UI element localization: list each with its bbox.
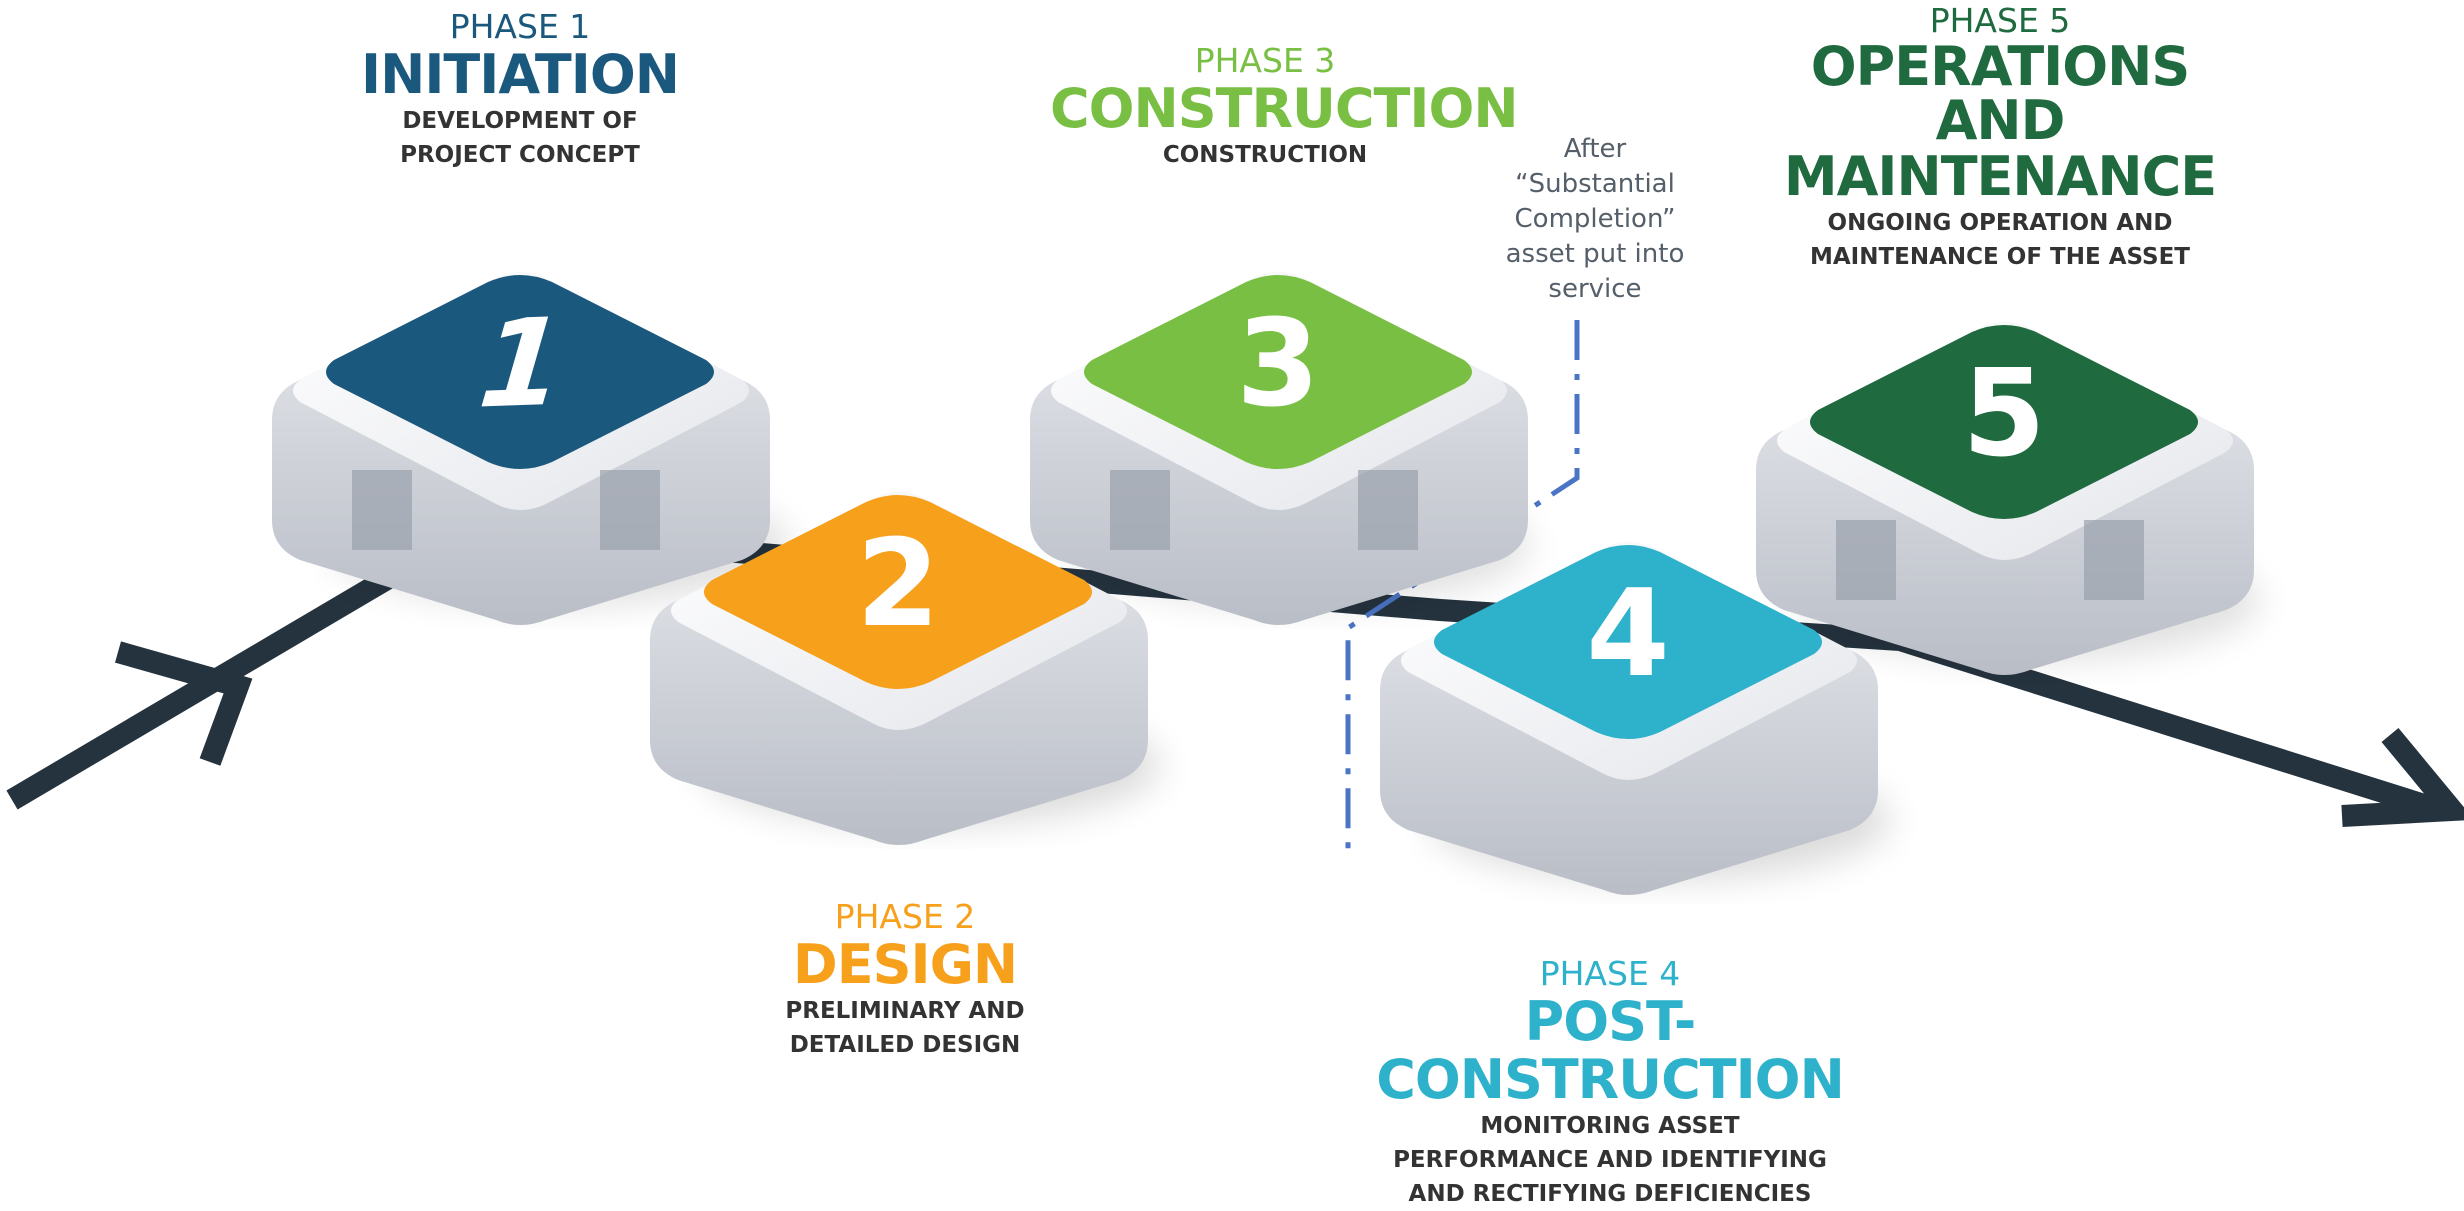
phase-2-label: PHASE 2 DESIGN PRELIMINARY AND DETAILED … [730,898,1080,1062]
timeline-arrow [6,519,2464,827]
phase-2-desc-2: DETAILED DESIGN [789,1032,1021,1058]
phase-5-desc-2: MAINTENANCE OF THE ASSET [1809,244,2191,270]
phase-3-label: PHASE 3 CONSTRUCTION CONSTRUCTION [1050,41,1519,172]
note-line-3: Completion” [1514,204,1676,234]
phase-5-label: PHASE 5 OPERATIONS AND MAINTENANCE ONGOI… [1740,2,2260,274]
phase-1-phase: PHASE 1 [449,7,591,46]
phase-5-phase: PHASE 5 [1929,1,2071,40]
phase-5-number: 5 [1962,345,2046,484]
phase-2-desc-1: PRELIMINARY AND [785,998,1025,1024]
phase-4-desc-2: PERFORMANCE AND IDENTIFYING [1393,1147,1827,1173]
phase-4-title: POST-CONSTRUCTION [1376,990,1845,1111]
phase-3-title: CONSTRUCTION [1050,77,1519,140]
phase-2-number: 2 [856,515,940,654]
phase-3-desc-1: CONSTRUCTION [1162,142,1368,168]
phase-1-title: INITIATION [361,43,680,106]
arrow-end-head-icon [2341,727,2464,827]
phase-3-phase: PHASE 3 [1194,41,1336,80]
phase-1-desc-2: PROJECT CONCEPT [400,142,640,168]
phase-4-desc-3: AND RECTIFYING DEFICIENCIES [1408,1181,1812,1207]
phase-1-desc-1: DEVELOPMENT OF [402,108,638,134]
phase-5-cube: 5 [1756,322,2260,675]
phase-4-label: PHASE 4 POST-CONSTRUCTION MONITORING ASS… [1300,955,1920,1211]
phase-4-cube: 4 [1380,542,1890,895]
phase-1-label: PHASE 1 INITIATION DEVELOPMENT OF PROJEC… [330,8,710,172]
note-line-4: asset put into [1505,239,1685,269]
note-line-2: “Substantial [1515,169,1675,199]
phase-1-cube: 1 [272,272,790,625]
phase-5-title-2: MAINTENANCE [1783,145,2217,208]
note-line-5: service [1548,274,1642,304]
phase-5-desc-1: ONGOING OPERATION AND [1827,210,2173,236]
phase-4-phase: PHASE 4 [1539,954,1681,993]
phase-2-phase: PHASE 2 [834,897,976,936]
phase-4-desc-1: MONITORING ASSET [1480,1113,1740,1139]
phase-diagram: 1 3 5 2 4 [6,272,2464,895]
dashed-connector [1345,320,1580,858]
timeline-line [6,519,2444,821]
arrow-start-chevron-icon [115,641,253,766]
substantial-completion-note: After “Substantial Completion” asset put… [1495,132,1695,307]
phase-4-number: 4 [1586,565,1670,704]
phase-5-title-1: OPERATIONS AND [1810,35,2190,152]
phase-2-title: DESIGN [792,933,1018,996]
phase-3-number: 3 [1236,295,1320,434]
phase-2-cube: 2 [650,492,1160,845]
phase-3-cube: 3 [1030,272,1530,625]
note-line-1: After [1563,134,1627,164]
